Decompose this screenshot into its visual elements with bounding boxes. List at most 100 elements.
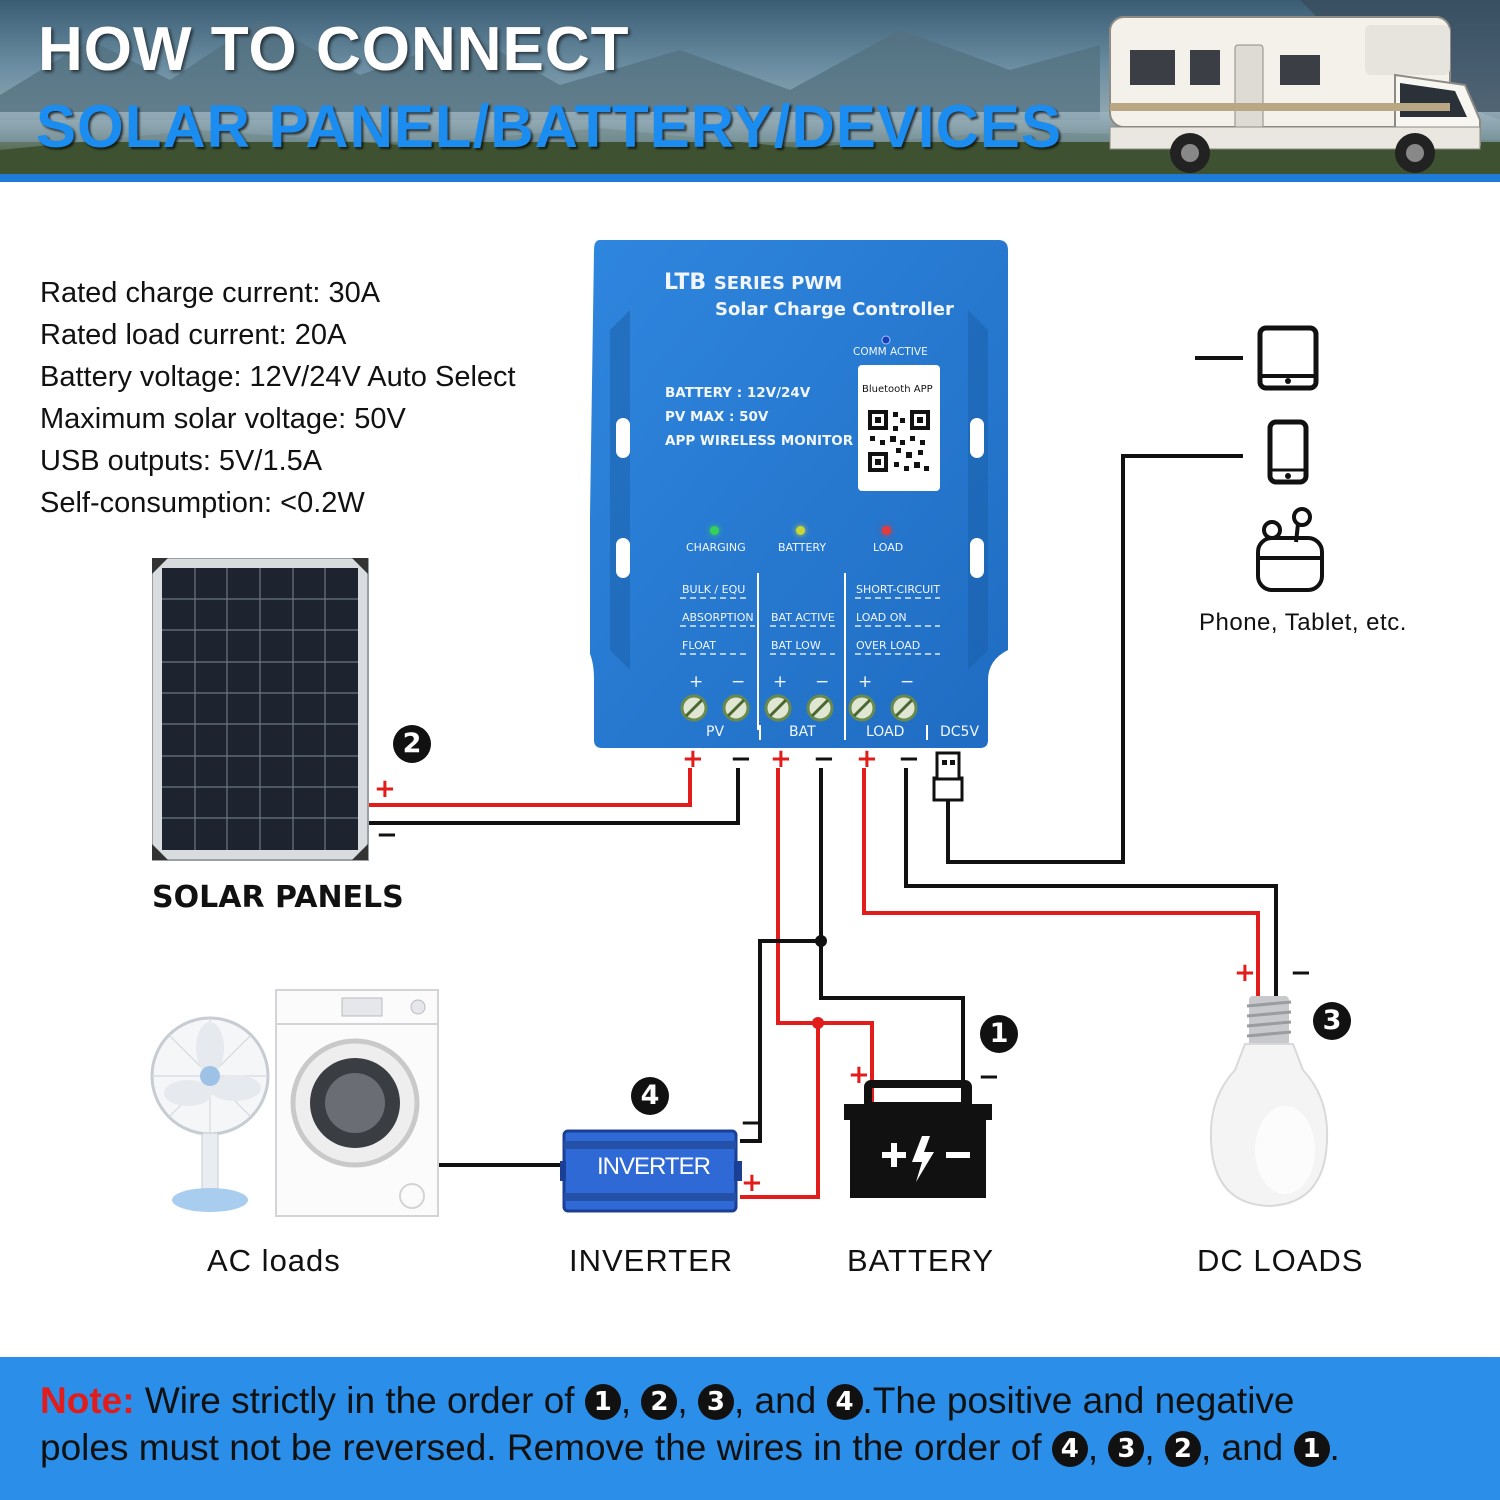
term-pol-bat-neg: −: [815, 672, 830, 692]
note-step-1: 1: [584, 1384, 621, 1420]
sign-load-minus: −: [898, 744, 920, 774]
sign-dc-load-plus: +: [1234, 958, 1256, 988]
note-step-4: 4: [1051, 1431, 1088, 1467]
terminal-label-load: LOAD: [866, 724, 905, 740]
controller-title: LTB SERIES PWM: [664, 270, 842, 295]
washing-machine-icon: [275, 989, 439, 1217]
term-pol-load-neg: −: [900, 672, 915, 692]
charge-controller-device: [590, 240, 1008, 748]
note-panel: [0, 1357, 1500, 1500]
note-text-1c: .The positive and negative: [862, 1380, 1295, 1421]
wire-inverter-negative: [740, 939, 821, 1143]
spec-usb-outputs: USB outputs: 5V/1.5A: [40, 445, 323, 477]
phone-icon: [1267, 419, 1309, 485]
step-3-badge: 3: [1313, 1002, 1351, 1040]
sign-battery-plus: +: [848, 1060, 870, 1090]
wire-usb: [946, 454, 1243, 864]
note-text-2c: .: [1329, 1427, 1340, 1468]
fan-icon: [150, 1016, 270, 1212]
wire-inverter-positive: [740, 1023, 820, 1199]
note-step-3: 3: [1108, 1431, 1145, 1467]
controller-subtitle: Solar Charge Controller: [715, 299, 954, 320]
terminal-label-bat: BAT: [789, 724, 816, 740]
note-sep: ,: [677, 1380, 688, 1421]
wire-bat-negative: [819, 768, 965, 1103]
banner-accent-strip: [0, 174, 1500, 182]
term-pol-pv-pos: +: [689, 672, 704, 692]
info-pv-max: PV MAX : 50V: [665, 409, 769, 425]
caption-battery: BATTERY: [847, 1243, 995, 1278]
note-line-1: Note: Wire strictly in the order of 1, 2…: [40, 1380, 1295, 1422]
led-label-battery: BATTERY: [778, 541, 827, 554]
led-charging: [710, 526, 719, 535]
battery-image: [844, 1080, 992, 1198]
junction-positive: [812, 1017, 824, 1029]
bluetooth-app-label: Bluetooth APP: [862, 384, 933, 395]
spec-load-current: Rated load current: 20A: [40, 319, 347, 351]
note-step-1: 1: [1293, 1431, 1330, 1467]
info-app-monitor: APP WIRELESS MONITOR: [665, 433, 854, 449]
spec-self-consumption: Self-consumption: <0.2W: [40, 487, 365, 519]
status-bulk: BULK / EQU: [682, 583, 746, 596]
devices-icons: [1256, 325, 1324, 592]
wire-pv-negative: [368, 768, 740, 825]
sign-solar-minus: −: [376, 820, 398, 850]
step-2-badge: 2: [393, 725, 431, 763]
banner-title-line2: SOLAR PANEL/BATTERY/DEVICES: [36, 93, 1062, 160]
sign-inverter-plus: +: [741, 1168, 763, 1198]
sign-solar-plus: +: [374, 774, 396, 804]
junction-negative: [815, 935, 827, 947]
status-absorption: ABSORPTION: [682, 611, 754, 624]
note-sep: ,: [1087, 1427, 1099, 1468]
usb-plug-icon: [932, 751, 964, 802]
inverter-image: [560, 1129, 742, 1213]
spec-charge-current: Rated charge current: 30A: [40, 277, 381, 309]
term-pol-pv-neg: −: [731, 672, 746, 692]
solar-panel-image: [152, 558, 369, 861]
note-step-2: 2: [641, 1384, 678, 1420]
status-float: FLOAT: [682, 639, 716, 652]
caption-ac-loads: AC loads: [207, 1243, 341, 1278]
led-battery: [796, 526, 805, 535]
note-text-2b: , and: [1200, 1427, 1294, 1468]
light-bulb-image: [1209, 996, 1329, 1208]
sign-inverter-minus: −: [740, 1108, 762, 1138]
led-label-load: LOAD: [873, 541, 904, 554]
terminal-label-pv: PV: [706, 724, 725, 740]
sign-pv-minus: −: [730, 744, 752, 774]
term-pol-bat-pos: +: [773, 672, 788, 692]
note-text-1a: Wire strictly in the order of: [134, 1380, 585, 1421]
note-step-2: 2: [1164, 1431, 1201, 1467]
terminal-screws: [680, 694, 918, 722]
comm-active-label: COMM ACTIVE: [853, 346, 928, 358]
caption-inverter: INVERTER: [569, 1243, 734, 1278]
wire-load-positive: [862, 768, 1260, 998]
note-text-2a: poles must not be reversed. Remove the w…: [40, 1427, 1052, 1468]
sign-pv-plus: +: [682, 744, 704, 774]
banner-title-line1: HOW TO CONNECT: [38, 15, 630, 84]
term-pol-load-pos: +: [858, 672, 873, 692]
note-sep: ,: [620, 1380, 632, 1421]
terminal-label-dc5v: DC5V: [940, 724, 980, 740]
wire-load-negative: [904, 768, 1278, 998]
sign-load-plus: +: [856, 744, 878, 774]
spec-battery-voltage: Battery voltage: 12V/24V Auto Select: [40, 361, 516, 393]
status-short-circuit: SHORT-CIRCUIT: [856, 583, 941, 596]
sign-battery-minus: −: [978, 1062, 1000, 1092]
qr-code-icon: [868, 410, 930, 472]
caption-dc-loads: DC LOADS: [1197, 1243, 1364, 1278]
sign-dc-load-minus: −: [1290, 958, 1312, 988]
caption-devices: Phone, Tablet, etc.: [1199, 609, 1407, 636]
status-load-on: LOAD ON: [856, 611, 907, 624]
note-text-1b: , and: [733, 1380, 827, 1421]
led-label-charging: CHARGING: [686, 541, 746, 554]
inverter-device-label: INVERTER: [597, 1153, 711, 1180]
tablet-icon: [1257, 325, 1319, 391]
sign-bat-plus: +: [770, 744, 792, 774]
wire-pv-positive: [368, 768, 692, 807]
wire-bat-positive: [776, 768, 874, 1103]
step-4-badge: 4: [631, 1077, 669, 1115]
note-step-3: 3: [697, 1384, 734, 1420]
controller-series: SERIES PWM: [713, 273, 843, 294]
